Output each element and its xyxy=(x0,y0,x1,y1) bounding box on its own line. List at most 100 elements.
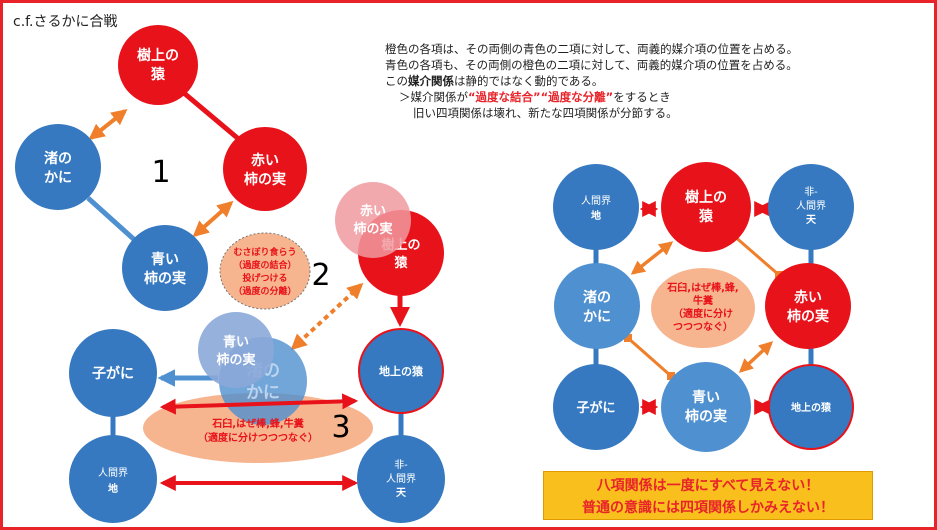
explanation-notes: 橙色の各項は、その両側の青色の二項に対して、両義的媒介項の位置を占める。 青色の… xyxy=(385,41,798,121)
node-saru-moved-label-2: 猿 xyxy=(393,255,408,271)
note-line-1: 橙色の各項は、その両側の青色の二項に対して、両義的媒介項の位置を占める。 xyxy=(385,42,799,56)
connector-kani-aoi xyxy=(86,196,140,245)
right-center-ellipse xyxy=(651,268,755,348)
node-r-saru-label-2: 猿 xyxy=(698,208,714,225)
node-r-hiningen xyxy=(768,164,854,250)
node-aoi-ghost xyxy=(198,312,274,388)
right-center-label-1: 石臼,はぜ棒,蜂, xyxy=(666,281,738,294)
node-hiningen-label-3: 天 xyxy=(396,487,407,499)
step-number-3: 3 xyxy=(331,410,350,445)
node-saru-label-2: 猿 xyxy=(150,66,166,83)
node-aoi-label-2: 柿の実 xyxy=(144,270,186,287)
node-kogani xyxy=(69,329,157,417)
arrow-r-akai-aoi xyxy=(738,341,774,373)
node-aoi-ghost-label-2: 柿の実 xyxy=(216,352,255,368)
node-akai-label-2: 柿の実 xyxy=(244,171,286,188)
step2-ellipse xyxy=(219,232,311,310)
right-center-label-2: 牛糞 xyxy=(693,294,714,307)
node-r-hiningen-label-2: 人間界 xyxy=(796,200,826,212)
note-line-4: ＞媒介関係が“過度な結合”“過度な分離”をするとき xyxy=(385,89,798,105)
node-r-saru-label-1: 樹上の xyxy=(685,189,727,206)
arrow-akai-aoi-thrown xyxy=(290,282,364,351)
right-center-label-4: つつつなぐ） xyxy=(673,320,733,333)
node-akai xyxy=(223,127,307,211)
node-r-aoi xyxy=(661,362,751,452)
node-ningen xyxy=(69,435,157,523)
node-chijo xyxy=(358,328,444,414)
node-r-akai-label-1: 赤い xyxy=(794,290,822,306)
node-r-kani xyxy=(554,263,640,349)
node-saru-label-1: 樹上の xyxy=(137,47,179,64)
node-r-akai xyxy=(765,263,851,349)
step-number-2: 2 xyxy=(311,258,330,293)
saru-kani-diagram: 樹上の 猿 渚の かに 赤い 柿の実 青い 柿の実 1 むさぼり食らう （過度の… xyxy=(15,25,854,523)
node-r-aoi-label-2: 柿の実 xyxy=(685,408,727,425)
arrow-kogani-chijo xyxy=(159,393,359,415)
step2-label-2: （過度の結合） xyxy=(233,259,296,271)
conclusion-line-1: 八項関係は一度にすべて見えない！ xyxy=(596,478,820,494)
handle-r-aoi xyxy=(667,372,675,380)
arrow-saru-kani xyxy=(88,109,128,140)
arrow-r-saru-kani xyxy=(630,241,674,275)
node-hiningen xyxy=(357,435,445,523)
arrow-akai-aoi xyxy=(192,200,234,238)
conclusion-box: 八項関係は一度にすべて見えない！ 普通の意識には四項関係しかみえない！ xyxy=(543,471,873,520)
node-kani xyxy=(15,124,101,210)
node-akai-ghost-label-1: 赤い xyxy=(360,203,386,219)
node-r-kogani xyxy=(553,364,639,450)
node-r-ningen xyxy=(553,164,639,250)
node-r-chijo xyxy=(768,364,854,450)
note-line-5: 旧い四項関係は壊れ、新たな四項関係が分節する。 xyxy=(413,106,678,120)
node-akai-ghost xyxy=(335,182,411,258)
step2-label-4: （過度の分離） xyxy=(233,285,296,297)
step3-label-2: （適度に分けつつつなぐ） xyxy=(198,431,318,444)
node-r-saru xyxy=(661,162,751,252)
node-ningen-label-1: 人間界 xyxy=(98,467,128,479)
step2-label-3: 投げつける xyxy=(242,272,287,284)
step-number-1: 1 xyxy=(151,155,170,190)
node-r-kani-label-2: かに xyxy=(583,309,611,325)
node-saru xyxy=(118,25,198,105)
note-line-4-post: をするとき xyxy=(613,90,671,104)
note-line-4-red: “過度な結合”“過度な分離” xyxy=(468,90,614,104)
node-r-ningen-label-2: 地 xyxy=(591,209,601,222)
node-r-kani-label-1: 渚の xyxy=(583,289,611,306)
node-aoi-ghost-label-1: 青い xyxy=(223,334,249,350)
slide-title: c.f.さるかに合戦 xyxy=(13,14,118,30)
node-r-hiningen-label-1: 非- xyxy=(804,186,818,198)
connector-r-kani-aoi xyxy=(627,336,672,378)
node-kani-ghost-label-2: かに xyxy=(246,383,280,403)
node-r-kogani-label: 子がに xyxy=(576,400,615,416)
node-r-aoi-label-1: 青い xyxy=(692,389,720,406)
node-akai-ghost-label-2: 柿の実 xyxy=(353,221,392,237)
step1-group: 樹上の 猿 渚の かに 赤い 柿の実 青い 柿の実 1 xyxy=(15,25,307,311)
eight-term-group: 石臼,はぜ棒,蜂, 牛糞 （適度に分け つつつなぐ） 人間界 地 樹上の 猿 非… xyxy=(553,162,854,452)
node-r-hiningen-label-3: 天 xyxy=(806,214,817,226)
step2-group: むさぼり食らう （過度の結合） 投げつける （過度の分離） 樹上の 猿 赤い 柿… xyxy=(219,182,444,351)
node-kani-label-2: かに xyxy=(44,170,72,186)
step3-group: 渚の かに 青い 柿の実 子がに 地上の猿 人間界 地 非- 人間界 天 石臼,… xyxy=(69,312,445,523)
note-line-3: この媒介関係は静的ではなく動的である。 xyxy=(385,73,798,89)
right-center-label-3: （適度に分け xyxy=(673,307,733,320)
step2-label-1: むさぼり食らう xyxy=(233,246,296,258)
node-r-akai-label-2: 柿の実 xyxy=(787,308,829,325)
note-line-2: 青色の各項も、その両側の橙色の二項に対して、両義的媒介項の位置を占める。 xyxy=(385,58,798,72)
node-akai-label-1: 赤い xyxy=(251,153,279,169)
node-aoi-label-1: 青い xyxy=(151,251,179,268)
connector-r-saru-akai xyxy=(732,233,780,277)
node-chijo-label: 地上の猿 xyxy=(379,364,424,378)
handle-r-kani xyxy=(624,334,632,342)
note-line-3-bold: 媒介関係 xyxy=(408,74,454,88)
node-hiningen-label-1: 非- xyxy=(394,459,408,471)
note-line-3-pre: この xyxy=(385,74,408,88)
node-r-chijo-label: 地上の猿 xyxy=(791,401,832,414)
conclusion-line-2: 普通の意識には四項関係しかみえない！ xyxy=(582,500,834,516)
node-aoi xyxy=(122,225,208,311)
node-hiningen-label-2: 人間界 xyxy=(386,473,416,485)
node-kani-label-1: 渚の xyxy=(44,150,72,167)
note-line-3-post: は静的ではなく動的である。 xyxy=(454,74,604,88)
connector-saru-akai xyxy=(176,86,243,143)
note-line-4-pre: ＞媒介関係が xyxy=(399,90,468,104)
node-r-ningen-label-1: 人間界 xyxy=(581,195,611,207)
